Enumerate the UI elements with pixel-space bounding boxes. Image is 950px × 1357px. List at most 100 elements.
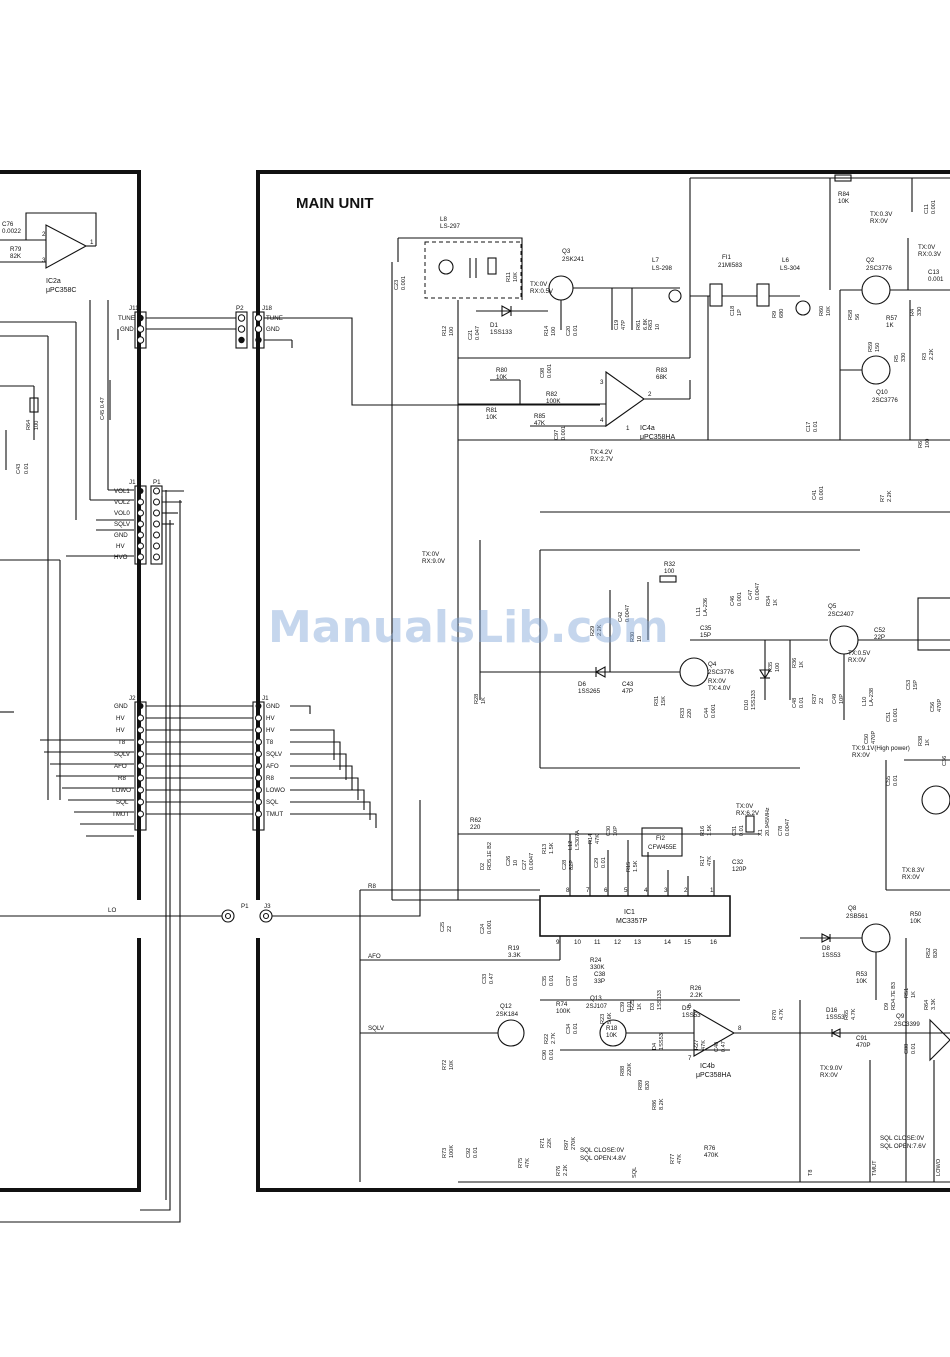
svg-text:2.2K: 2.2K — [597, 624, 603, 636]
svg-text:33P: 33P — [594, 978, 605, 985]
svg-text:C36: C36 — [942, 756, 948, 766]
svg-text:1K: 1K — [637, 1003, 643, 1010]
svg-text:RX:0V: RX:0V — [870, 218, 889, 225]
svg-text:C88: C88 — [904, 1044, 910, 1054]
svg-text:330K: 330K — [590, 964, 605, 971]
svg-text:IC4a: IC4a — [640, 425, 655, 432]
svg-text:R84: R84 — [838, 191, 850, 198]
svg-text:47K: 47K — [677, 1154, 683, 1164]
svg-text:6: 6 — [688, 1003, 692, 1010]
svg-text:0.01: 0.01 — [911, 1043, 917, 1054]
svg-text:15P: 15P — [700, 632, 711, 639]
svg-text:RD5.1E B2: RD5.1E B2 — [487, 842, 493, 870]
svg-text:4.7K: 4.7K — [851, 1008, 857, 1020]
svg-text:100: 100 — [34, 421, 40, 430]
svg-text:47P: 47P — [622, 688, 633, 695]
svg-text:C19: C19 — [614, 320, 620, 330]
svg-text:R64: R64 — [26, 420, 32, 430]
svg-text:0.001: 0.001 — [401, 276, 407, 290]
svg-text:D4: D4 — [652, 1043, 658, 1050]
svg-text:Q9: Q9 — [896, 1013, 905, 1020]
svg-text:470P: 470P — [937, 699, 943, 712]
svg-text:10P: 10P — [839, 694, 845, 704]
svg-text:C56: C56 — [930, 702, 936, 712]
svg-text:C46: C46 — [730, 596, 736, 606]
svg-text:R25: R25 — [630, 1000, 636, 1010]
svg-text:0.001: 0.001 — [928, 276, 944, 283]
svg-text:R72: R72 — [442, 1060, 448, 1070]
svg-text:LS-304: LS-304 — [780, 265, 801, 272]
svg-text:R4: R4 — [910, 309, 916, 316]
svg-text:220K: 220K — [627, 1063, 633, 1076]
svg-text:C30: C30 — [606, 826, 612, 836]
svg-text:SQL CLOSE:0V: SQL CLOSE:0V — [880, 1135, 925, 1142]
svg-text:D8: D8 — [822, 945, 830, 952]
svg-text:10K: 10K — [606, 1032, 618, 1039]
svg-text:C39: C39 — [620, 1002, 626, 1012]
svg-text:Q13: Q13 — [590, 995, 602, 1002]
svg-text:SQLV: SQLV — [114, 521, 131, 528]
squelch-section: Q8 2SB561 D8 1SS53 R50 10K R52 820 R53 1… — [772, 905, 950, 1182]
svg-text:TX:0V: TX:0V — [422, 551, 440, 558]
svg-text:10K: 10K — [856, 978, 868, 985]
svg-text:R62: R62 — [470, 817, 482, 824]
svg-text:R85: R85 — [534, 413, 546, 420]
svg-text:2SC2407: 2SC2407 — [828, 611, 854, 618]
svg-text:0.01: 0.01 — [739, 825, 745, 836]
svg-text:1: 1 — [626, 425, 630, 432]
svg-text:C52: C52 — [874, 627, 886, 634]
svg-text:3.3K: 3.3K — [508, 952, 522, 959]
svg-text:D16: D16 — [826, 1007, 838, 1014]
svg-text:R38: R38 — [918, 736, 924, 746]
svg-text:J1: J1 — [129, 479, 136, 486]
svg-text:LS-297: LS-297 — [440, 223, 461, 230]
svg-text:LOWO: LOWO — [112, 787, 131, 794]
svg-text:L12: L12 — [568, 841, 574, 850]
svg-text:100: 100 — [551, 327, 557, 336]
svg-text:0.001: 0.001 — [819, 486, 825, 500]
j18-gnd: GND — [266, 326, 280, 333]
svg-text:0.01: 0.01 — [473, 1147, 479, 1158]
svg-text:R22: R22 — [544, 1034, 550, 1044]
svg-text:0.01: 0.01 — [549, 1049, 555, 1060]
svg-text:C49: C49 — [832, 694, 838, 704]
svg-text:1K: 1K — [773, 599, 779, 606]
svg-text:2: 2 — [684, 887, 688, 894]
svg-text:1P: 1P — [737, 309, 743, 316]
svg-text:14: 14 — [664, 939, 671, 946]
svg-text:R12: R12 — [442, 326, 448, 336]
svg-text:RX:0.3V: RX:0.3V — [918, 251, 942, 258]
svg-text:C43: C43 — [16, 464, 22, 474]
svg-text:LS-298: LS-298 — [652, 265, 673, 272]
svg-text:C35: C35 — [542, 976, 548, 986]
svg-text:C24: C24 — [480, 924, 486, 934]
svg-text:C21: C21 — [468, 330, 474, 340]
svg-text:7: 7 — [688, 1055, 692, 1062]
svg-text:C27: C27 — [522, 860, 528, 870]
svg-text:2SJ107: 2SJ107 — [586, 1003, 608, 1010]
svg-text:SQLV: SQLV — [368, 1025, 385, 1032]
svg-text:R8: R8 — [118, 775, 126, 782]
svg-text:0.0047: 0.0047 — [785, 819, 791, 836]
svg-text:C13: C13 — [928, 269, 940, 276]
svg-text:10K: 10K — [838, 198, 850, 205]
svg-text:15: 15 — [684, 939, 691, 946]
svg-text:7: 7 — [586, 887, 590, 894]
svg-text:12: 12 — [614, 939, 621, 946]
svg-text:D9: D9 — [884, 1003, 890, 1010]
svg-text:47K: 47K — [534, 420, 546, 427]
svg-text:Q4: Q4 — [708, 661, 717, 668]
svg-text:10: 10 — [574, 939, 581, 946]
svg-text:2SK241: 2SK241 — [562, 256, 585, 263]
svg-text:TMUT: TMUT — [872, 1160, 878, 1176]
svg-text:2.2K: 2.2K — [887, 490, 893, 502]
svg-text:0.001: 0.001 — [487, 920, 493, 934]
svg-text:RX:6.2V: RX:6.2V — [736, 810, 760, 817]
svg-text:R32: R32 — [664, 561, 676, 568]
svg-text:C11: C11 — [924, 204, 930, 214]
svg-text:1SS53: 1SS53 — [826, 1014, 845, 1021]
svg-text:RX:9.0V: RX:9.0V — [422, 558, 446, 565]
svg-text:IC1: IC1 — [624, 909, 635, 916]
svg-text:10K: 10K — [513, 272, 519, 282]
